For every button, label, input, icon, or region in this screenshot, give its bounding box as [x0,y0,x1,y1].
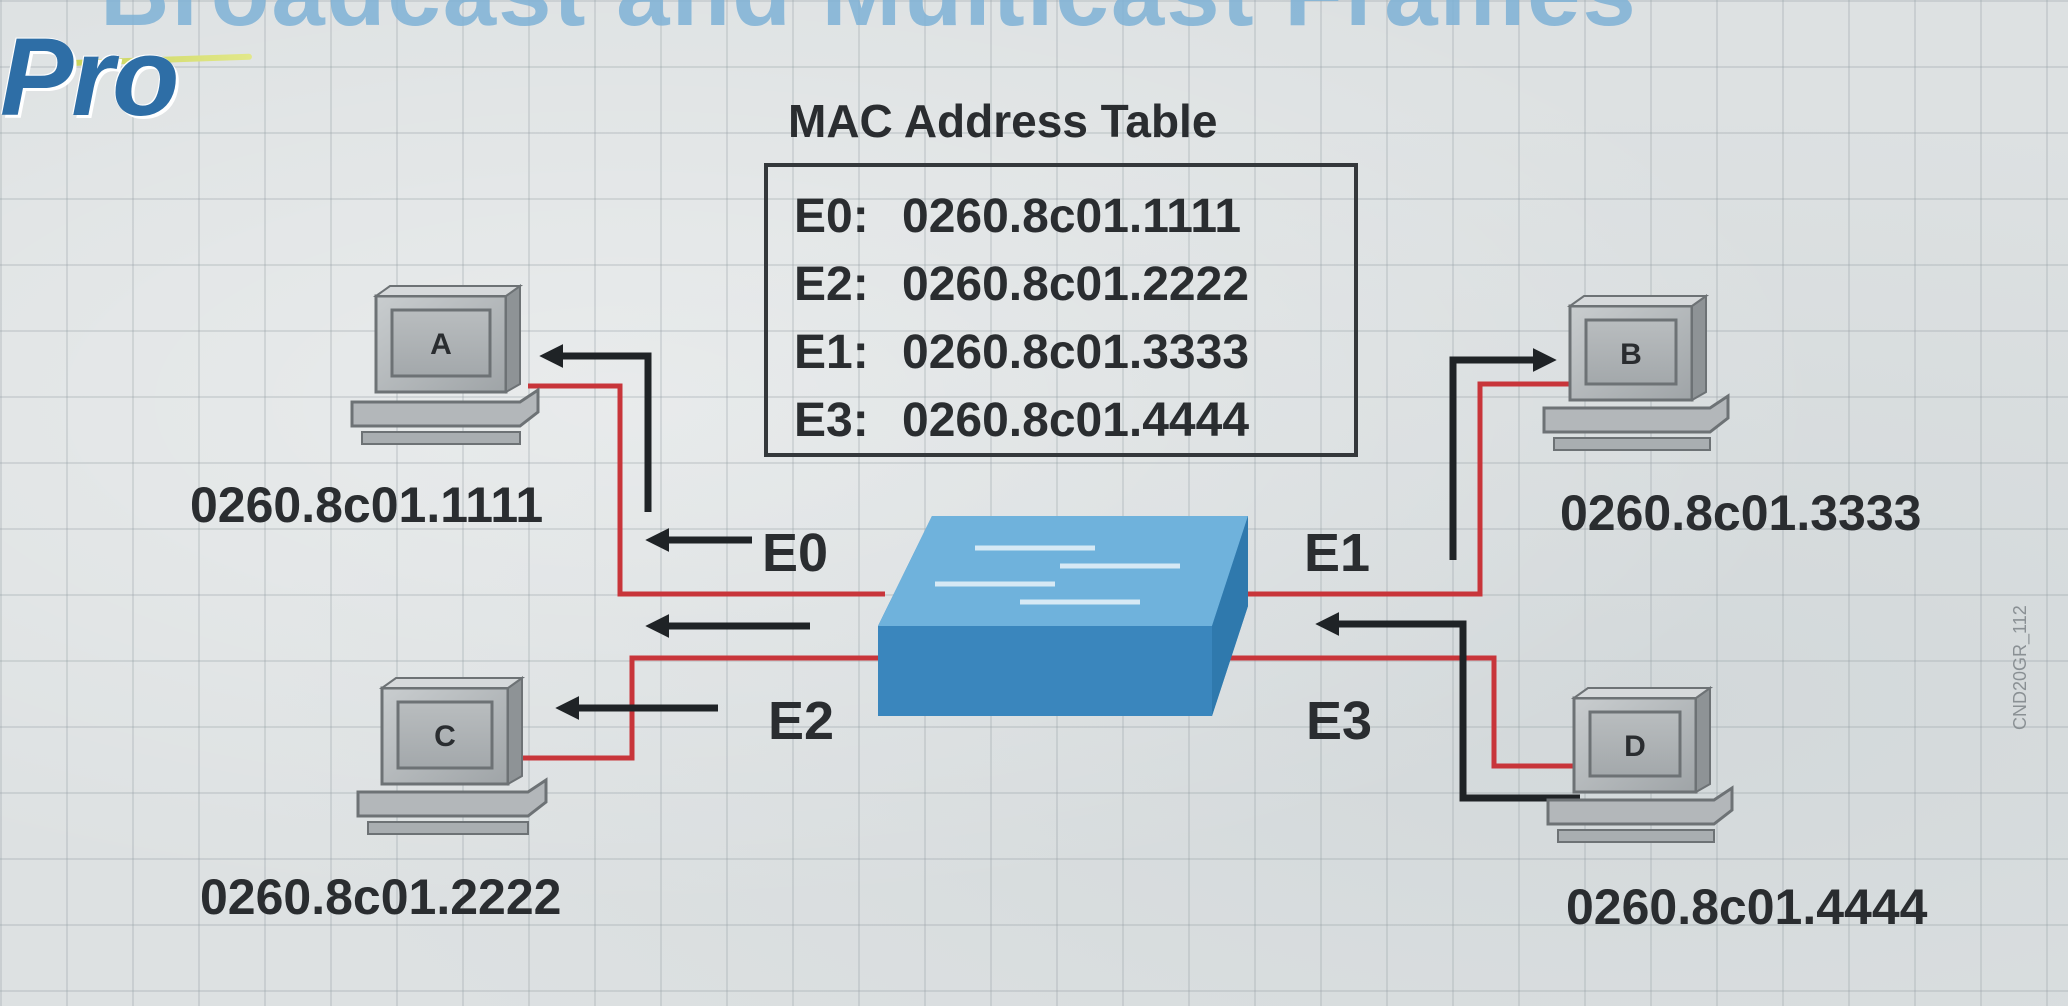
host-a-mac: 0260.8c01.1111 [190,477,544,533]
mac-table-address: 0260.8c01.3333 [902,326,1250,379]
mac-table-row: E3: 0260.8c01.4444 [794,393,1249,448]
port-label-e2: E2 [768,691,835,751]
computer-a-icon: A [350,284,540,445]
mac-table-port: E1: [794,326,869,379]
link-e0-a [528,383,885,597]
mac-table-port: E0: [794,190,869,243]
frame-arrows [539,344,1580,802]
link-lines [515,381,1580,769]
arrow-from-d [1315,612,1580,802]
computer-d-label: D [1624,730,1646,763]
mac-table-row: E2: 0260.8c01.2222 [794,257,1249,312]
computer-b-icon: B [1542,294,1730,451]
port-label-e0: E0 [762,523,829,583]
port-label-e1: E1 [1304,523,1371,583]
figure-id-watermark: CND20GR_112 [2010,605,2030,730]
mac-table-address: 0260.8c01.1111 [902,190,1242,243]
mac-table-port: E2: [794,258,869,311]
mac-table-address: 0260.8c01.2222 [902,258,1250,311]
mac-table-title: MAC Address Table [788,95,1218,147]
port-label-e3: E3 [1306,691,1373,751]
computer-a-label: A [430,328,452,361]
switch-icon [878,516,1248,716]
computer-c-label: C [434,720,456,753]
mac-table-address: 0260.8c01.4444 [902,394,1250,447]
mac-table-row: E1: 0260.8c01.3333 [794,325,1249,380]
host-c-mac: 0260.8c01.2222 [200,869,562,925]
computer-c-icon: C [356,676,548,835]
host-d-mac: 0260.8c01.4444 [1566,879,1928,935]
arrow-to-a [539,344,652,512]
link-e3-d [1210,655,1580,769]
slide-title: Broadcast and Multicast Frames [100,0,2000,48]
link-e1-b [1248,381,1574,597]
mac-table-port: E3: [794,394,869,447]
mac-table: E0: 0260.8c01.1111 E2: 0260.8c01.2222 E1: 0… [764,163,1358,457]
host-b-mac: 0260.8c01.3333 [1560,485,1922,541]
computer-b-label: B [1620,338,1642,371]
mac-table-row: E0: 0260.8c01.1111 [794,189,1241,244]
arrow-to-b [1449,348,1557,560]
computer-d-icon: D [1546,686,1734,843]
logo: Pro [0,16,179,139]
